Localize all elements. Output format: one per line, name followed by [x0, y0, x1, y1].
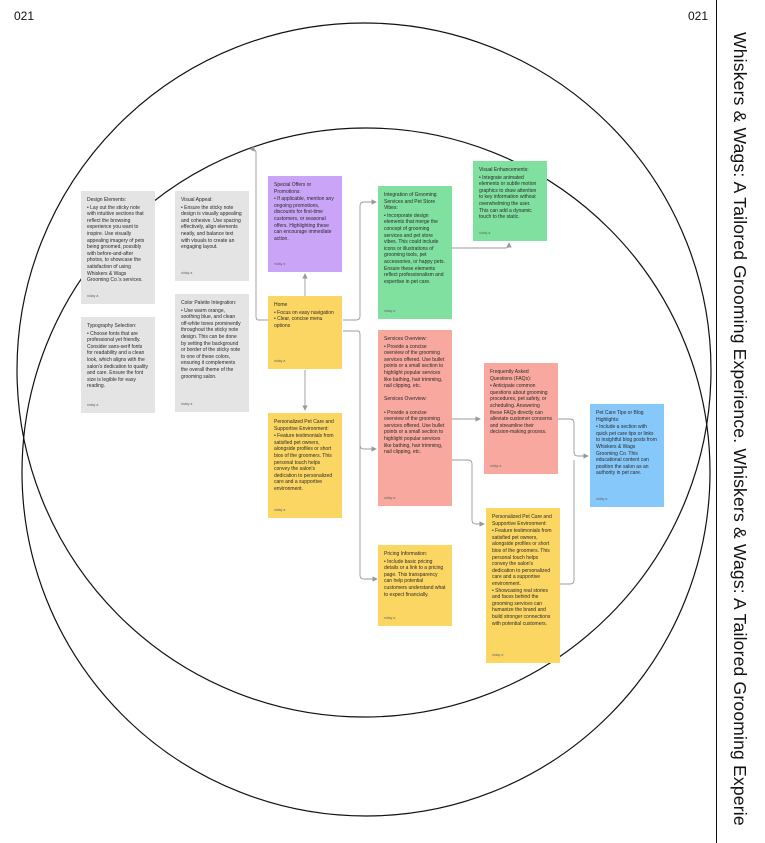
- divider-line: [716, 0, 717, 843]
- note-body: • Include a section with quick pet care …: [596, 424, 657, 477]
- note-body: • Feature testimonials from satisfied pe…: [492, 528, 552, 627]
- note-pricing[interactable]: Pricing Information: • Include basic pri…: [378, 545, 452, 626]
- note-title: Pricing Information:: [384, 551, 428, 557]
- note-title: Personalized Pet Care and Supportive Env…: [274, 419, 334, 432]
- link-home-services: [343, 330, 377, 452]
- note-personalized-care-left[interactable]: Personalized Pet Care and Supportive Env…: [268, 413, 342, 518]
- note-author: niday a: [492, 653, 504, 658]
- circle-lower: [21, 127, 711, 817]
- note-title: Frequently Asked Questions (FAQs):: [490, 369, 532, 382]
- note-body: • Choose fonts that are professional yet…: [87, 330, 148, 390]
- note-personalized-care-right[interactable]: Personalized Pet Care and Supportive Env…: [486, 508, 560, 663]
- note-author: niday a: [274, 508, 286, 513]
- note-title: Color Palette Integration:: [181, 300, 237, 306]
- note-body: • Use warm orange, soothing blue, and cl…: [181, 307, 241, 380]
- side-title: Whiskers & Wags: A Tailored Grooming Exp…: [729, 32, 755, 843]
- note-author: niday a: [490, 464, 502, 469]
- page-number-right: 021: [688, 9, 709, 23]
- note-body: • Integrate animated elements or subtle …: [479, 174, 537, 221]
- note-title: Visual Appeal:: [181, 197, 213, 203]
- note-title: Integration of Grooming Services and Pet…: [384, 192, 437, 212]
- side-title-text: Whiskers & Wags: A Tailored Grooming Exp…: [730, 32, 750, 826]
- link-home-integration: [343, 199, 377, 321]
- note-body: • Anticipate common questions about groo…: [490, 383, 552, 436]
- note-author: niday a: [181, 271, 193, 276]
- note-body: • Provide a concise overview of the groo…: [384, 343, 445, 456]
- note-body: • If applicable, mention any ongoing pro…: [274, 196, 334, 242]
- note-author: niday a: [181, 402, 193, 407]
- link-faqs-blog: [558, 418, 589, 459]
- note-blog-highlights[interactable]: Pet Care Tips or Blog Highlights: • Incl…: [590, 404, 664, 507]
- note-title: Home: [274, 302, 288, 308]
- note-integration[interactable]: Integration of Grooming Services and Pet…: [378, 186, 452, 319]
- link-services-personalized: [452, 459, 485, 527]
- circle-upper: [16, 22, 712, 718]
- note-body: • Include basic pricing details or a lin…: [384, 558, 446, 598]
- note-body: • Incorporate design elements that merge…: [384, 212, 445, 285]
- note-body: • Lay out the sticky note with intuitive…: [87, 204, 145, 284]
- note-title: Typography Selection:: [87, 323, 137, 329]
- note-title: Services Overview:: [384, 336, 427, 342]
- note-author: niday a: [479, 231, 491, 236]
- note-visual-appeal[interactable]: Visual Appeal: • Ensure the sticky note …: [175, 191, 249, 281]
- link-integration-visual: [452, 242, 512, 249]
- note-title: Visual Enhancements:: [479, 167, 529, 173]
- note-special-offers[interactable]: Special Offers or Promotions: • If appli…: [268, 176, 342, 272]
- note-title: Pet Care Tips or Blog Highlights:: [596, 410, 644, 423]
- note-author: niday a: [384, 496, 396, 501]
- link-home-pricing: [359, 445, 378, 582]
- link-home-visualappeal: [249, 146, 268, 321]
- note-color-palette[interactable]: Color Palette Integration: • Use warm or…: [175, 294, 249, 412]
- note-body: • Ensure the sticky note design is visua…: [181, 204, 242, 251]
- note-author: niday a: [384, 309, 396, 314]
- note-services-overview[interactable]: Services Overview: • Provide a concise o…: [378, 330, 452, 506]
- link-personalized-blog: [560, 460, 575, 585]
- note-author: niday a: [274, 359, 286, 364]
- note-author: niday a: [274, 262, 286, 267]
- note-author: niday a: [596, 497, 608, 502]
- note-typography[interactable]: Typography Selection: • Choose fonts tha…: [81, 317, 155, 413]
- page-number-left: 021: [14, 9, 35, 23]
- note-visual-enhancements[interactable]: Visual Enhancements: • Integrate animate…: [473, 161, 547, 241]
- note-body: • Feature testimonials from satisfied pe…: [274, 433, 334, 492]
- note-design-elements[interactable]: Design Elements: • Lay out the sticky no…: [81, 191, 155, 304]
- note-author: niday a: [87, 403, 99, 408]
- note-author: niday a: [87, 294, 99, 299]
- note-title: Personalized Pet Care and Supportive Env…: [492, 514, 552, 527]
- note-faqs[interactable]: Frequently Asked Questions (FAQs): • Ant…: [484, 363, 558, 474]
- note-body: • Focus on easy navigation • Clear, conc…: [274, 309, 334, 329]
- note-title: Special Offers or Promotions:: [274, 182, 312, 195]
- note-title: Design Elements:: [87, 197, 127, 203]
- note-home[interactable]: Home • Focus on easy navigation • Clear,…: [268, 296, 342, 369]
- note-author: niday a: [384, 616, 396, 621]
